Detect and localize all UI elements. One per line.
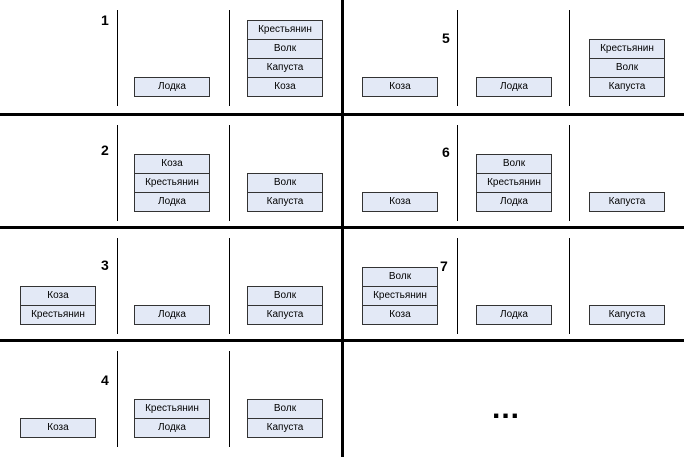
item-box: Коза	[20, 286, 96, 306]
step-number: 6	[442, 144, 450, 160]
ellipsis: ...	[492, 392, 521, 425]
item-box: Волк	[362, 267, 438, 287]
bank-separator	[117, 10, 118, 106]
item-box: Капуста	[589, 192, 665, 212]
item-box: Лодка	[134, 77, 210, 97]
item-box: Лодка	[134, 192, 210, 212]
boat-zone: Лодка	[476, 77, 552, 97]
bank-separator	[117, 238, 118, 334]
bank-separator	[229, 125, 230, 221]
item-box: Коза	[20, 418, 96, 438]
item-box: Волк	[247, 173, 323, 193]
bank-separator	[569, 238, 570, 334]
boat-zone: Лодка	[134, 77, 210, 97]
item-box: Волк	[247, 286, 323, 306]
bank-separator	[457, 125, 458, 221]
step-number: 7	[440, 258, 448, 274]
bank-separator	[457, 10, 458, 106]
step-number: 1	[101, 12, 109, 28]
bank-separator	[229, 238, 230, 334]
boat-zone: Лодка	[476, 305, 552, 325]
item-box: Волк	[476, 154, 552, 174]
bank-separator	[569, 125, 570, 221]
item-box: Волк	[247, 399, 323, 419]
boat-zone: Лодка	[134, 305, 210, 325]
item-box: Капуста	[247, 305, 323, 325]
bank-separator	[457, 238, 458, 334]
item-box: Крестьянин	[476, 173, 552, 193]
item-box: Крестьянин	[362, 286, 438, 306]
item-box: Капуста	[247, 192, 323, 212]
item-box: Капуста	[589, 77, 665, 97]
bank-separator	[229, 351, 230, 447]
step-number: 5	[442, 30, 450, 46]
step-number: 2	[101, 142, 109, 158]
item-box: Коза	[362, 192, 438, 212]
item-box: Крестьянин	[134, 399, 210, 419]
item-box: Коза	[362, 305, 438, 325]
left-bank: Коза	[362, 192, 438, 212]
item-box: Коза	[247, 77, 323, 97]
bank-separator	[569, 10, 570, 106]
item-box: Лодка	[476, 77, 552, 97]
item-box: Крестьянин	[20, 305, 96, 325]
item-box: Волк	[589, 58, 665, 78]
step-number: 4	[101, 372, 109, 388]
item-box: Волк	[247, 39, 323, 59]
item-box: Коза	[134, 154, 210, 174]
bank-separator	[229, 10, 230, 106]
item-box: Лодка	[134, 305, 210, 325]
step-number: 3	[101, 257, 109, 273]
item-box: Капуста	[247, 58, 323, 78]
bank-separator	[117, 125, 118, 221]
item-box: Коза	[362, 77, 438, 97]
left-bank: Коза	[362, 77, 438, 97]
item-box: Крестьянин	[134, 173, 210, 193]
item-box: Крестьянин	[589, 39, 665, 59]
bank-separator	[117, 351, 118, 447]
item-box: Капуста	[589, 305, 665, 325]
item-box: Лодка	[134, 418, 210, 438]
right-bank: Капуста	[589, 192, 665, 212]
right-bank: Капуста	[589, 305, 665, 325]
divider-center	[341, 0, 344, 457]
item-box: Лодка	[476, 305, 552, 325]
item-box: Капуста	[247, 418, 323, 438]
left-bank: Коза	[20, 418, 96, 438]
item-box: Крестьянин	[247, 20, 323, 40]
item-box: Лодка	[476, 192, 552, 212]
